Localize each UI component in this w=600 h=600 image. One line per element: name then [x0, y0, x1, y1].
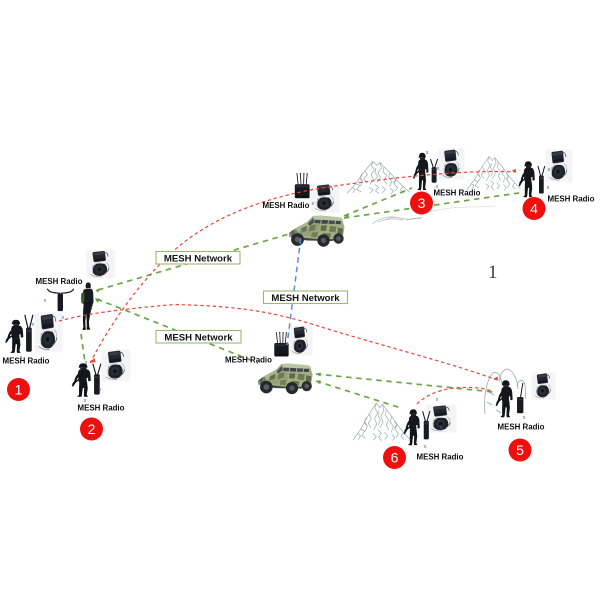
svg-text:x: x — [536, 389, 539, 395]
svg-text:x: x — [312, 201, 315, 207]
svg-text:MESH Radio: MESH Radio — [498, 422, 545, 431]
svg-text:x: x — [548, 167, 551, 173]
svg-text:x: x — [426, 150, 429, 156]
svg-text:1: 1 — [15, 382, 23, 398]
svg-text:MESH Radio: MESH Radio — [263, 201, 310, 210]
svg-text:1: 1 — [488, 262, 498, 283]
svg-text:5: 5 — [516, 442, 524, 458]
svg-text:x: x — [99, 387, 102, 393]
svg-text:MESH Network: MESH Network — [164, 253, 233, 264]
svg-text:MESH Radio: MESH Radio — [3, 356, 50, 365]
svg-text:4: 4 — [530, 201, 538, 217]
svg-text:MESH Network: MESH Network — [164, 332, 233, 343]
svg-text:x: x — [523, 415, 526, 421]
svg-text:x: x — [85, 360, 88, 366]
svg-text:x: x — [547, 185, 550, 191]
svg-text:x: x — [424, 444, 427, 450]
svg-text:MESH Radio: MESH Radio — [434, 189, 481, 198]
svg-text:MESH Radio: MESH Radio — [225, 356, 272, 365]
svg-text:MESH Radio: MESH Radio — [36, 277, 83, 286]
svg-text:MESH Network: MESH Network — [271, 293, 340, 304]
svg-text:x: x — [62, 315, 65, 321]
svg-text:x: x — [84, 398, 87, 404]
svg-text:x: x — [440, 425, 443, 431]
svg-text:x: x — [436, 397, 439, 403]
svg-text:x: x — [44, 298, 47, 304]
svg-text:6: 6 — [391, 450, 399, 466]
svg-text:3: 3 — [418, 195, 426, 211]
svg-text:x: x — [32, 322, 35, 328]
svg-text:x: x — [20, 355, 23, 361]
svg-text:MESH Radio: MESH Radio — [417, 452, 464, 461]
svg-text:x: x — [436, 184, 439, 190]
svg-text:2: 2 — [88, 421, 96, 437]
svg-text:MESH Radio: MESH Radio — [548, 195, 595, 204]
svg-text:x: x — [437, 166, 440, 172]
svg-text:MESH Radio: MESH Radio — [78, 403, 125, 412]
